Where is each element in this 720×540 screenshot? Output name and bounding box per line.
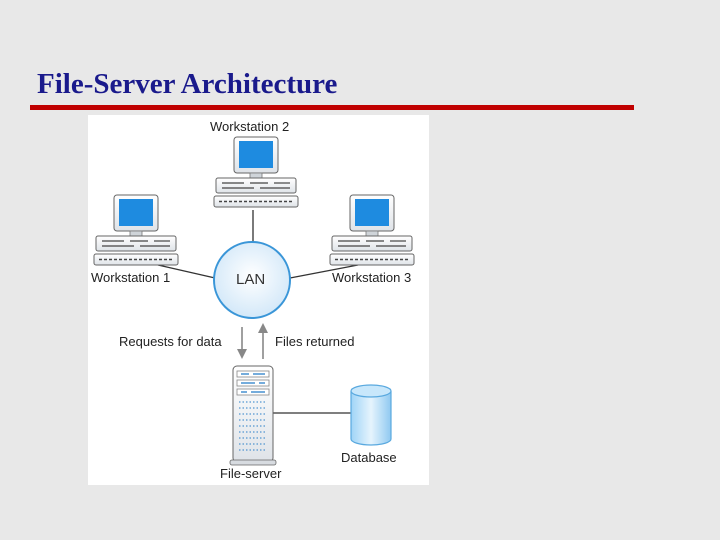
link-ws3-lan [289,264,359,279]
workstation-2-label: Workstation 2 [210,119,290,134]
lan-circle [213,241,291,319]
workstation-1-label: Workstation 1 [91,270,171,285]
files-returned-label: Files returned [275,334,355,349]
file-server-label: File-server [220,466,282,481]
database-label: Database [341,450,397,465]
lan-label: LAN [236,271,266,288]
files-returned-arrow-icon [258,323,268,359]
database-icon [350,384,392,446]
workstation-1-icon [93,194,179,266]
link-ws1-lan [157,264,216,279]
workstation-3-label: Workstation 3 [332,270,412,285]
workstation-3-icon [329,194,415,266]
slide-title: File-Server Architecture [37,68,338,100]
file-server-icon [229,365,277,466]
requests-arrow-icon [237,327,247,359]
requests-label: Requests for data [119,334,222,349]
network-diagram: Workstation 2 Workstation 1 Workstation … [88,115,429,485]
network-links [157,210,359,414]
workstation-2-icon [213,136,299,208]
title-rule [30,105,634,110]
diagram-graphics [93,136,415,466]
